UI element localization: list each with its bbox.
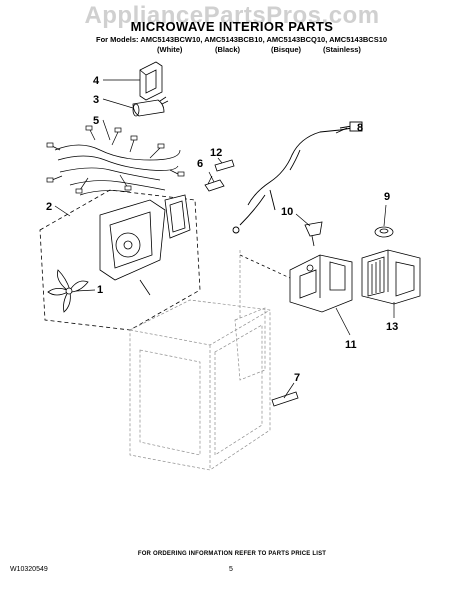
callout-4: 4 bbox=[93, 75, 100, 87]
part-magnetron bbox=[361, 249, 421, 305]
page-title: MICROWAVE INTERIOR PARTS bbox=[130, 19, 334, 34]
callout-9: 9 bbox=[384, 191, 390, 203]
variant-black: (Black) bbox=[215, 45, 241, 54]
document-number: W10320549 bbox=[10, 566, 48, 573]
part-fan-blade bbox=[47, 269, 89, 313]
callout-7: 7 bbox=[294, 372, 300, 384]
models-line: For Models: AMC5143BCW10, AMC5143BCB10, … bbox=[96, 35, 388, 44]
callout-3: 3 bbox=[93, 94, 99, 106]
callout-5: 5 bbox=[93, 115, 99, 127]
part-power-cord bbox=[232, 121, 363, 234]
part-bracket bbox=[139, 61, 163, 101]
part-fan-assembly bbox=[39, 189, 201, 331]
part-fuse bbox=[214, 159, 235, 172]
part-thermal-fuse bbox=[304, 221, 323, 247]
part-thermal-cutout bbox=[204, 175, 225, 192]
callout-12: 12 bbox=[210, 147, 222, 159]
ordering-note: FOR ORDERING INFORMATION REFER TO PARTS … bbox=[137, 551, 327, 557]
part-wire-harness bbox=[46, 125, 185, 196]
variant-bisque: (Bisque) bbox=[271, 45, 301, 54]
part-latch bbox=[271, 391, 299, 407]
callout-leaders bbox=[54, 79, 395, 399]
callout-8: 8 bbox=[357, 122, 363, 134]
callout-1: 1 bbox=[97, 284, 103, 296]
part-gasket bbox=[374, 226, 394, 238]
watermark: AppliancePartsPros.com bbox=[84, 2, 380, 29]
part-capacitor bbox=[132, 96, 169, 117]
part-mount-bracket bbox=[239, 254, 353, 313]
cavity-outline bbox=[129, 250, 271, 471]
page-number: 5 bbox=[229, 566, 233, 573]
variant-white: (White) bbox=[157, 45, 183, 54]
callout-11: 11 bbox=[345, 339, 357, 351]
callout-2: 2 bbox=[46, 201, 52, 213]
callout-13: 13 bbox=[386, 321, 398, 333]
callout-6: 6 bbox=[197, 158, 203, 170]
callout-10: 10 bbox=[281, 206, 293, 218]
variant-stainless: (Stainless) bbox=[323, 45, 361, 54]
